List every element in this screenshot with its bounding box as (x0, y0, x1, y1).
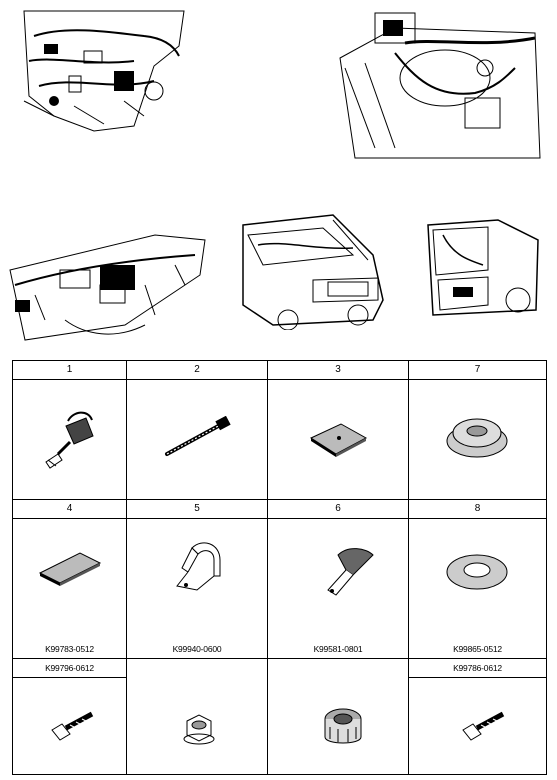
part-cell (268, 659, 408, 774)
flange-bolt-icon (51, 711, 94, 741)
part-cell: K99786-0612 (409, 659, 546, 774)
part-cell (127, 659, 267, 774)
part-number: 7 (409, 361, 546, 380)
part-number: 3 (268, 361, 408, 380)
part-cell: K99796-0612 (13, 659, 126, 774)
flange-nut-icon (183, 714, 215, 745)
parts-table: 1 2 3 7 4 (12, 360, 547, 775)
strap-clamp-icon (327, 548, 374, 596)
part-number: 5 (127, 500, 267, 519)
part-cell: 5 K99940-0600 (127, 500, 267, 658)
part-cell: 3 (268, 361, 408, 499)
part-cell: 7 (409, 361, 546, 499)
part-cell: 6 K99581-0801 (268, 500, 408, 658)
part-cell: 4 K99783-0512 (13, 500, 126, 658)
part-cell: 2 (127, 361, 267, 499)
van-front-harness-icon (233, 210, 388, 330)
steering-column-harness-icon (335, 8, 545, 160)
tie-wrap-clip-icon (45, 411, 94, 469)
part-code: K99783-0512 (45, 644, 94, 654)
cable-tie-icon (165, 416, 231, 456)
square-pad-icon (309, 423, 368, 457)
part-number: 4 (13, 500, 126, 519)
instrument-panel-harness-icon (5, 225, 210, 350)
connector-grommet-icon (324, 708, 362, 744)
van-rear-harness-icon (418, 215, 543, 320)
part-code: K99940-0600 (172, 644, 222, 654)
part-number: 2 (127, 361, 267, 380)
rectangular-pad-icon (38, 552, 102, 586)
part-cell: 8 K99865-0512 (409, 500, 546, 658)
part-code: K99786-0612 (453, 663, 502, 673)
engine-bay-harness-icon (14, 6, 189, 136)
grommet-icon (446, 418, 508, 458)
mounting-bracket-icon (176, 542, 221, 591)
part-number: 1 (13, 361, 126, 380)
part-number: 8 (409, 500, 546, 519)
flat-grommet-icon (446, 554, 508, 590)
hex-bolt-icon (462, 711, 505, 741)
part-code: K99796-0612 (45, 663, 94, 673)
part-number: 6 (268, 500, 408, 519)
part-code: K99581-0801 (313, 644, 363, 654)
part-code: K99865-0512 (453, 644, 502, 654)
part-cell: 1 (13, 361, 126, 499)
